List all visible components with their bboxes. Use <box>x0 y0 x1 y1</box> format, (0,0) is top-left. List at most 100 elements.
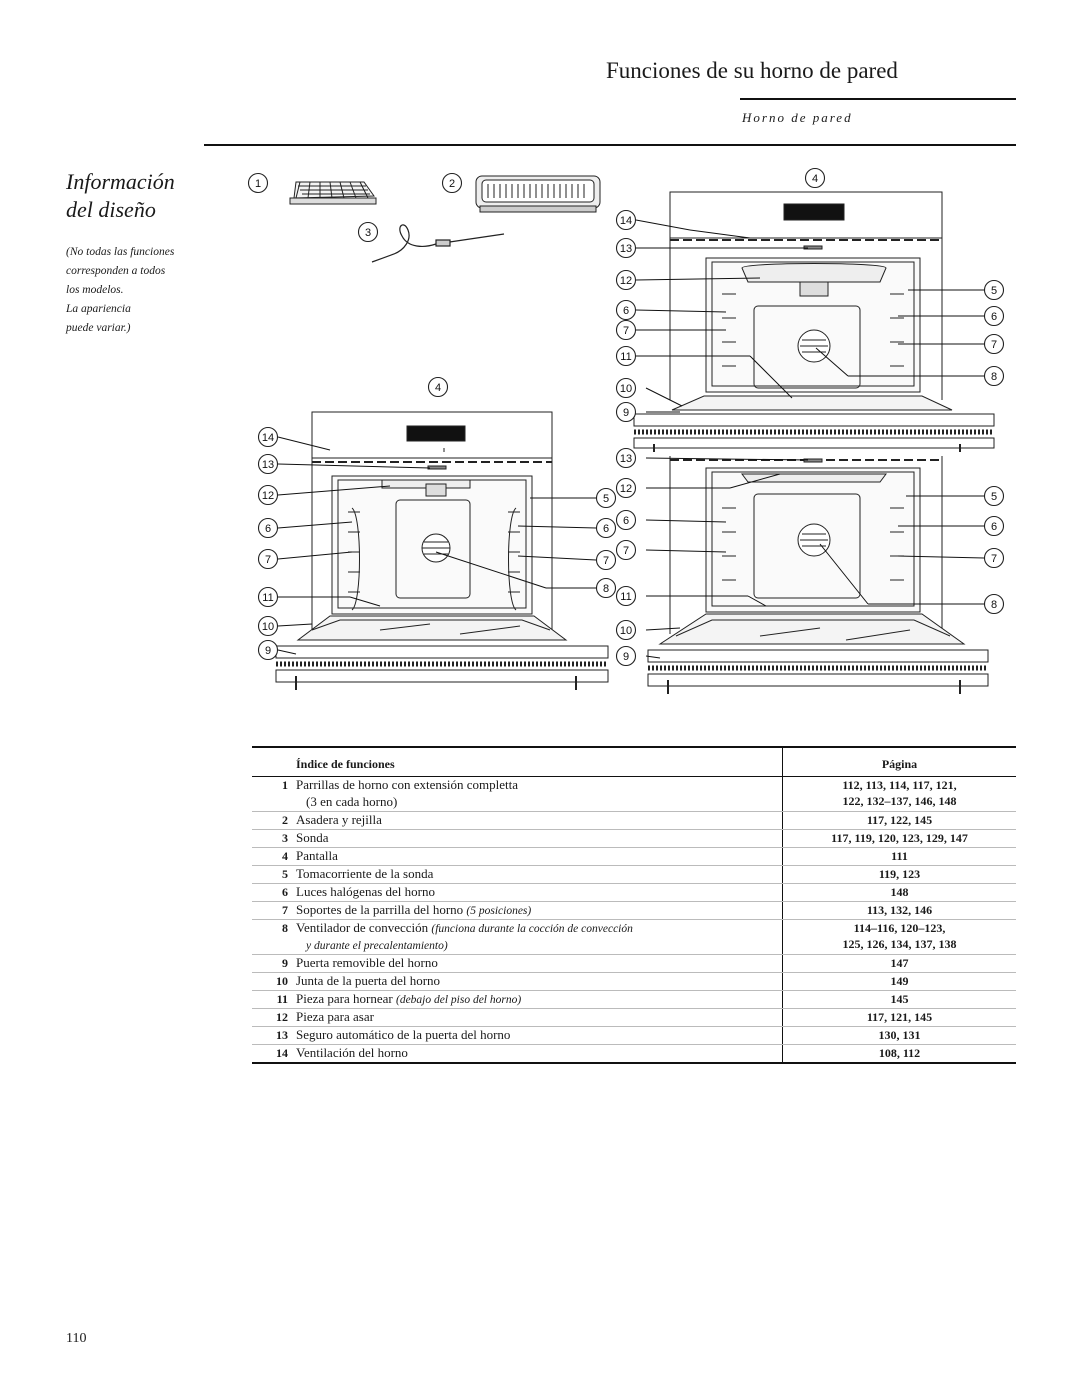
callout-number: 4 <box>435 382 441 394</box>
callout-number: 12 <box>262 490 274 502</box>
callout-marker: 3 <box>357 221 379 243</box>
feature-number: 9 <box>252 954 296 973</box>
callout-number: 7 <box>623 325 629 337</box>
feature-name-continued: (3 en cada horno) <box>306 794 398 809</box>
section-label: Horno de pared <box>742 110 853 125</box>
callout-number: 6 <box>991 311 997 323</box>
callout-circle <box>615 585 637 607</box>
callout-number: 4 <box>812 173 818 185</box>
callout-marker: 6 <box>257 517 279 539</box>
info-heading-line-1: Información <box>66 169 175 194</box>
info-note-line: puede variar.) <box>66 322 131 334</box>
feature-pages-cell: 147 <box>782 954 1016 973</box>
oven-rack-illustration <box>289 181 377 205</box>
callout-circle <box>615 447 637 469</box>
callout-marker: 8 <box>595 577 617 599</box>
callout-marker: 6 <box>595 517 617 539</box>
feature-number: 10 <box>252 972 296 991</box>
feature-number: 4 <box>252 847 296 866</box>
callout-marker: 7 <box>983 333 1005 355</box>
callout-circle <box>983 279 1005 301</box>
feature-number: 12 <box>252 1008 296 1027</box>
callout-marker: 5 <box>595 487 617 509</box>
feature-pages: 130, 131 <box>878 1028 921 1042</box>
callout-number: 7 <box>991 553 997 565</box>
feature-name: Sonda <box>296 830 329 845</box>
display-panel <box>406 425 466 442</box>
feature-pages: 119, 123 <box>878 867 921 881</box>
callout-number: 14 <box>620 215 632 227</box>
callout-marker: 11 <box>257 586 279 608</box>
callout-number: 11 <box>620 591 631 603</box>
callout-circle <box>983 485 1005 507</box>
feature-name-cell: Junta de la puerta del horno <box>296 972 783 991</box>
callout-circle <box>983 547 1005 569</box>
callout-circle <box>257 548 279 570</box>
info-note-line: (No todas las funciones <box>66 246 175 258</box>
callout-circle <box>615 319 637 341</box>
callout-number: 8 <box>603 583 609 595</box>
feature-number: 13 <box>252 1026 296 1045</box>
feature-name-cell: Pantalla <box>296 847 783 866</box>
callout-marker: 9 <box>257 639 279 661</box>
callout-number: 12 <box>620 483 632 495</box>
feature-name-cell: Puerta removible del horno <box>296 954 783 973</box>
feature-name-cell: Pieza para hornear (debajo del piso del … <box>296 990 783 1009</box>
callout-marker: 10 <box>257 615 279 637</box>
feature-pages-cell: 112, 113, 114, 117, 121,122, 132–137, 14… <box>782 776 1016 812</box>
feature-name: Tomacorriente de la sonda <box>296 866 434 881</box>
header-number-cell <box>252 746 296 777</box>
callout-number: 6 <box>991 521 997 533</box>
feature-pages: 148 <box>890 885 909 899</box>
callout-circle <box>983 515 1005 537</box>
feature-note: (5 posiciones) <box>466 905 532 917</box>
callout-circle <box>615 645 637 667</box>
callout-marker: 14 <box>257 426 279 448</box>
callout-number: 6 <box>623 305 629 317</box>
feature-number: 6 <box>252 883 296 902</box>
info-note-line: los modelos. <box>66 284 124 296</box>
callout-number: 1 <box>255 178 261 190</box>
callout-circle <box>615 401 637 423</box>
callout-marker: 14 <box>615 209 637 231</box>
feature-name: Luces halógenas del horno <box>296 884 435 899</box>
feature-number: 8 <box>252 919 296 955</box>
page-number: 110 <box>66 1331 87 1346</box>
feature-name: Parrillas de horno con extensión complet… <box>296 777 519 792</box>
callout-circle <box>615 269 637 291</box>
broiler-pan-illustration <box>475 175 601 213</box>
callout-number: 5 <box>603 493 609 505</box>
feature-name: Pieza para hornear <box>296 991 393 1006</box>
callout-number: 11 <box>620 351 631 363</box>
callout-marker: 9 <box>615 645 637 667</box>
callout-number: 14 <box>262 432 274 444</box>
feature-name-cell: Sonda <box>296 829 783 848</box>
callout-marker: 8 <box>983 593 1005 615</box>
callout-marker: 4 <box>804 167 826 189</box>
callout-marker: 11 <box>615 585 637 607</box>
callout-circle <box>441 172 463 194</box>
single-wall-oven-illustration <box>275 411 609 690</box>
feature-pages-cell: 108, 112 <box>782 1044 1016 1064</box>
info-heading: Información del diseño <box>66 168 175 224</box>
feature-pages-cell: 145 <box>782 990 1016 1009</box>
callout-number: 8 <box>991 599 997 611</box>
feature-number: 1 <box>252 776 296 812</box>
callout-marker: 13 <box>615 237 637 259</box>
feature-name-cell: Asadera y rejilla <box>296 811 783 830</box>
callout-circle <box>257 426 279 448</box>
callout-circle <box>615 539 637 561</box>
feature-name: Ventilador de convección <box>296 920 429 935</box>
callout-circle <box>595 577 617 599</box>
feature-name-cell: Luces halógenas del horno <box>296 883 783 902</box>
callout-number: 3 <box>365 227 371 239</box>
feature-pages-cell: 117, 122, 145 <box>782 811 1016 830</box>
